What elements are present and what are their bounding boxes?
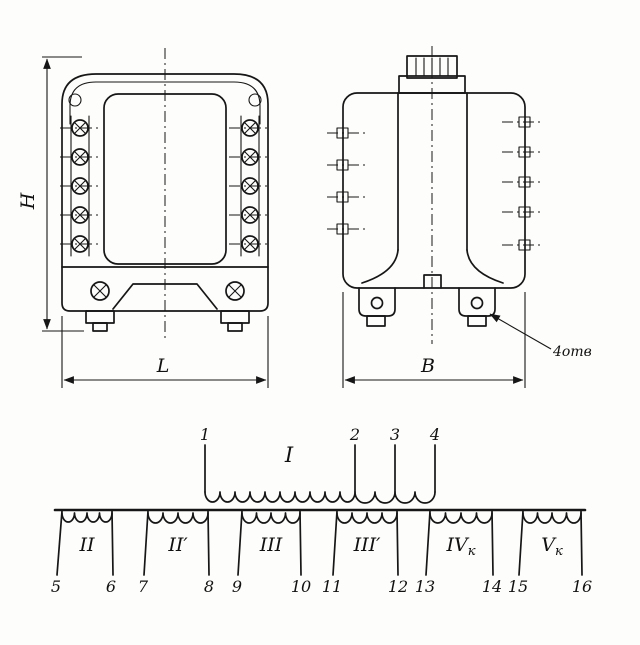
terminal-1-label: 1 xyxy=(200,425,210,444)
side-view: B 4отв xyxy=(327,46,592,388)
winding-label: Vк xyxy=(541,534,563,559)
dim-h-label: H xyxy=(17,192,39,210)
terminal-16-label: 16 xyxy=(572,577,592,596)
terminal-6-label: 6 xyxy=(106,577,116,596)
strap-eyelet-left xyxy=(68,93,82,107)
winding-label: III xyxy=(259,534,283,556)
primary-winding: 1 2 3 4 I xyxy=(200,425,440,504)
front-view: H L xyxy=(17,48,271,388)
coil-flare-left xyxy=(361,249,399,284)
primary-winding-label: I xyxy=(284,443,294,467)
dimension-width-side: B xyxy=(342,292,526,388)
coil-flare-right xyxy=(466,249,504,284)
terminal-8-label: 8 xyxy=(204,577,214,596)
dim-l-label: L xyxy=(156,355,170,377)
core-outline xyxy=(61,73,269,312)
winding-label: II′ xyxy=(167,534,188,556)
mounting-hole-left xyxy=(370,296,384,310)
terminal-10-label: 10 xyxy=(291,577,311,596)
terminal-14-label: 14 xyxy=(482,577,502,596)
strap-eyelet-right xyxy=(248,93,262,107)
winding-label: II xyxy=(78,534,95,556)
secondary-winding-2p: II′ 7 8 xyxy=(138,510,214,596)
foot-right-stub xyxy=(227,322,243,332)
foot-left xyxy=(85,310,115,324)
terminal-9-label: 9 xyxy=(232,577,242,596)
dimension-width-front: L xyxy=(61,316,269,388)
dimension-height: H xyxy=(17,56,84,332)
foot-right xyxy=(220,310,250,324)
terminal-5-label: 5 xyxy=(51,577,61,596)
terminal-13-label: 13 xyxy=(415,577,435,596)
holes-note-label: 4отв xyxy=(552,344,592,360)
terminal-3-label: 3 xyxy=(390,425,400,444)
terminal-screws-left xyxy=(60,119,101,253)
strap-line xyxy=(69,81,261,125)
foot-left-stub xyxy=(92,322,108,332)
secondary-winding-4k: IVк 13 14 xyxy=(415,510,502,596)
secondary-winding-3p: III′ 11 12 xyxy=(322,510,408,596)
primary-coil xyxy=(204,491,436,504)
terminal-2-label: 2 xyxy=(349,425,360,444)
secondary-winding-2: II 5 6 xyxy=(51,510,116,596)
winding-label: III′ xyxy=(353,534,382,556)
terminal-11-label: 11 xyxy=(322,577,342,596)
mounting-hole-right xyxy=(470,296,484,310)
secondary-winding-3: III 9 10 xyxy=(232,510,311,596)
side-terminals-right xyxy=(502,116,540,251)
terminal-4-label: 4 xyxy=(429,425,440,444)
winding-label: IVк xyxy=(446,534,476,559)
winding-schematic: 1 2 3 4 I II 5 6 II′ 7 8 xyxy=(51,425,592,596)
dim-b-label: B xyxy=(420,355,435,377)
terminal-12-label: 12 xyxy=(388,577,408,596)
terminal-7-label: 7 xyxy=(138,577,149,596)
terminal-screws-right xyxy=(229,119,271,253)
side-terminals-left xyxy=(327,127,368,235)
side-body-outline xyxy=(342,92,526,289)
holes-callout: 4отв xyxy=(489,313,592,360)
terminal-15-label: 15 xyxy=(508,577,528,596)
secondary-winding-5k: Vк 15 16 xyxy=(508,510,592,596)
side-feet xyxy=(358,274,496,327)
